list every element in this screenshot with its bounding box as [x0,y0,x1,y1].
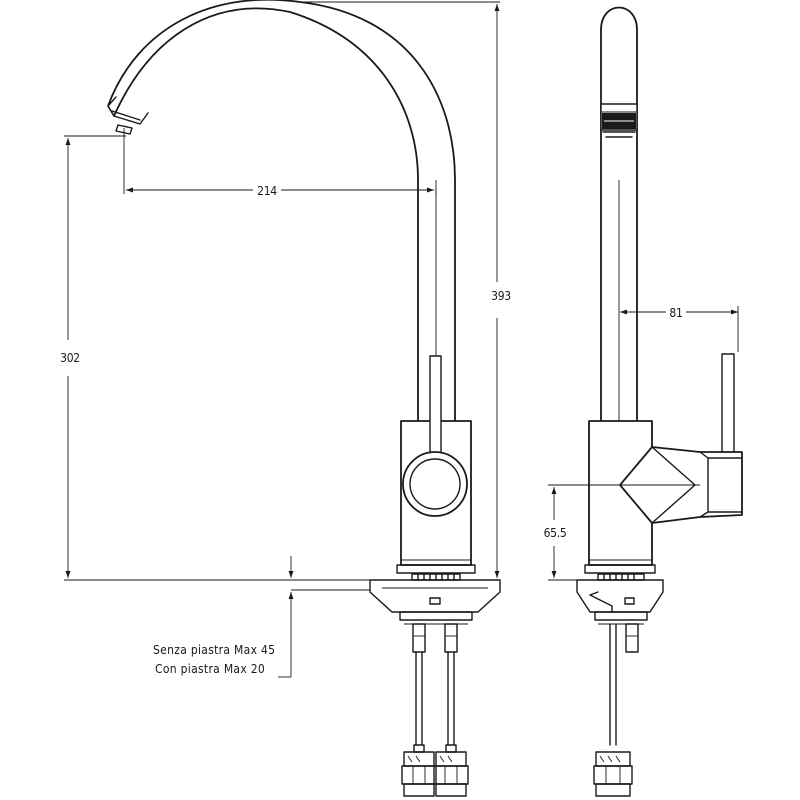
front-hoses [401,623,469,797]
front-base [369,564,501,625]
side-base [576,564,664,625]
dim-total-height: 393 [491,289,511,303]
front-spout [107,0,456,425]
note-with-plate: Con piastra Max 20 [155,662,265,676]
side-riser [600,6,638,421]
note-without-plate: Senza piastra Max 45 [153,643,275,657]
dim-spout-reach: 214 [257,184,277,198]
front-body [400,355,472,566]
side-dimension-labels: 81 65.5 [541,304,686,546]
dim-body-height: 65.5 [544,526,567,540]
dim-spout-height: 302 [60,351,80,365]
side-hoses [593,623,639,797]
dim-lever-offset: 81 [669,306,682,320]
front-dimension-labels: 214 393 302 Senza piastra Max 45 Con pia… [56,182,511,676]
side-view: 81 65.5 [541,6,743,797]
front-view: 214 393 302 Senza piastra Max 45 Con pia… [56,0,511,797]
front-dimensions [64,1,500,678]
side-body [588,353,743,566]
